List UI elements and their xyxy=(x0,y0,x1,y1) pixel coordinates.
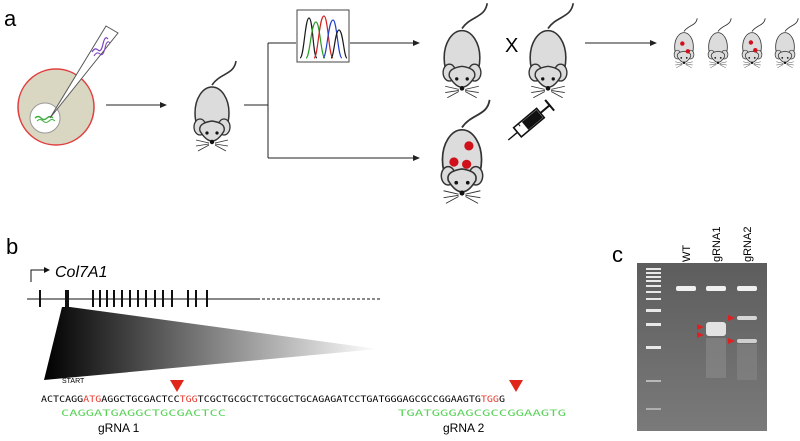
zoom-wedge xyxy=(44,307,378,380)
gel-band-grna1-cut xyxy=(706,322,726,336)
gel-band-wt-full xyxy=(676,286,696,291)
breeding-mouse-right-icon xyxy=(528,2,575,99)
syringe-icon xyxy=(507,99,555,141)
guide-2-sequence: TGATGGGAGCGCCGGAAGTG xyxy=(398,409,566,419)
gel-band-grna2-full xyxy=(737,286,757,291)
chromatogram-icon xyxy=(296,9,350,63)
cut-site-2-marker xyxy=(509,380,523,392)
gel-image xyxy=(637,263,767,431)
guide-2-label: gRNA 2 xyxy=(443,421,485,435)
gel-lane-label-wt: WT xyxy=(681,245,693,262)
branch-lines xyxy=(244,42,652,159)
tumor-mouse-icon xyxy=(440,98,491,205)
gene-name: Col7A1 xyxy=(55,264,107,281)
start-label: START xyxy=(62,378,85,385)
cross-symbol: X xyxy=(505,35,518,57)
gel-lane-label-grna1: gRNA1 xyxy=(711,227,723,262)
zygote-icon xyxy=(17,68,95,146)
offspring-group xyxy=(673,17,799,69)
guide-1-sequence: CAGGATGAGGCTGCGACTCC xyxy=(61,409,226,419)
guide-1-label: gRNA 1 xyxy=(98,421,140,435)
founder-mouse-icon xyxy=(193,60,237,152)
gel-band-grna2-cut-upper xyxy=(737,316,757,320)
gel-band-grna1-full xyxy=(706,286,726,291)
gel-arrow-grna2-lower xyxy=(728,338,735,344)
gel-arrow-grna1-upper xyxy=(697,324,704,330)
cut-site-1-marker xyxy=(170,380,184,392)
gel-lane-label-grna2: gRNA2 xyxy=(742,227,754,262)
promoter-arrow xyxy=(30,269,46,282)
gel-arrow-grna2-upper xyxy=(728,315,735,321)
injection-pipette-icon xyxy=(49,25,119,119)
gel-band-grna2-cut-lower xyxy=(737,339,757,343)
gel-ladder xyxy=(646,268,661,410)
gel-arrow-grna1-lower xyxy=(697,332,704,338)
breeding-mouse-left-icon xyxy=(442,2,489,99)
exon-marks xyxy=(39,290,208,307)
panel-label-c: c xyxy=(612,242,623,267)
panel-label-a: a xyxy=(4,6,17,31)
panel-label-b: b xyxy=(6,234,18,259)
